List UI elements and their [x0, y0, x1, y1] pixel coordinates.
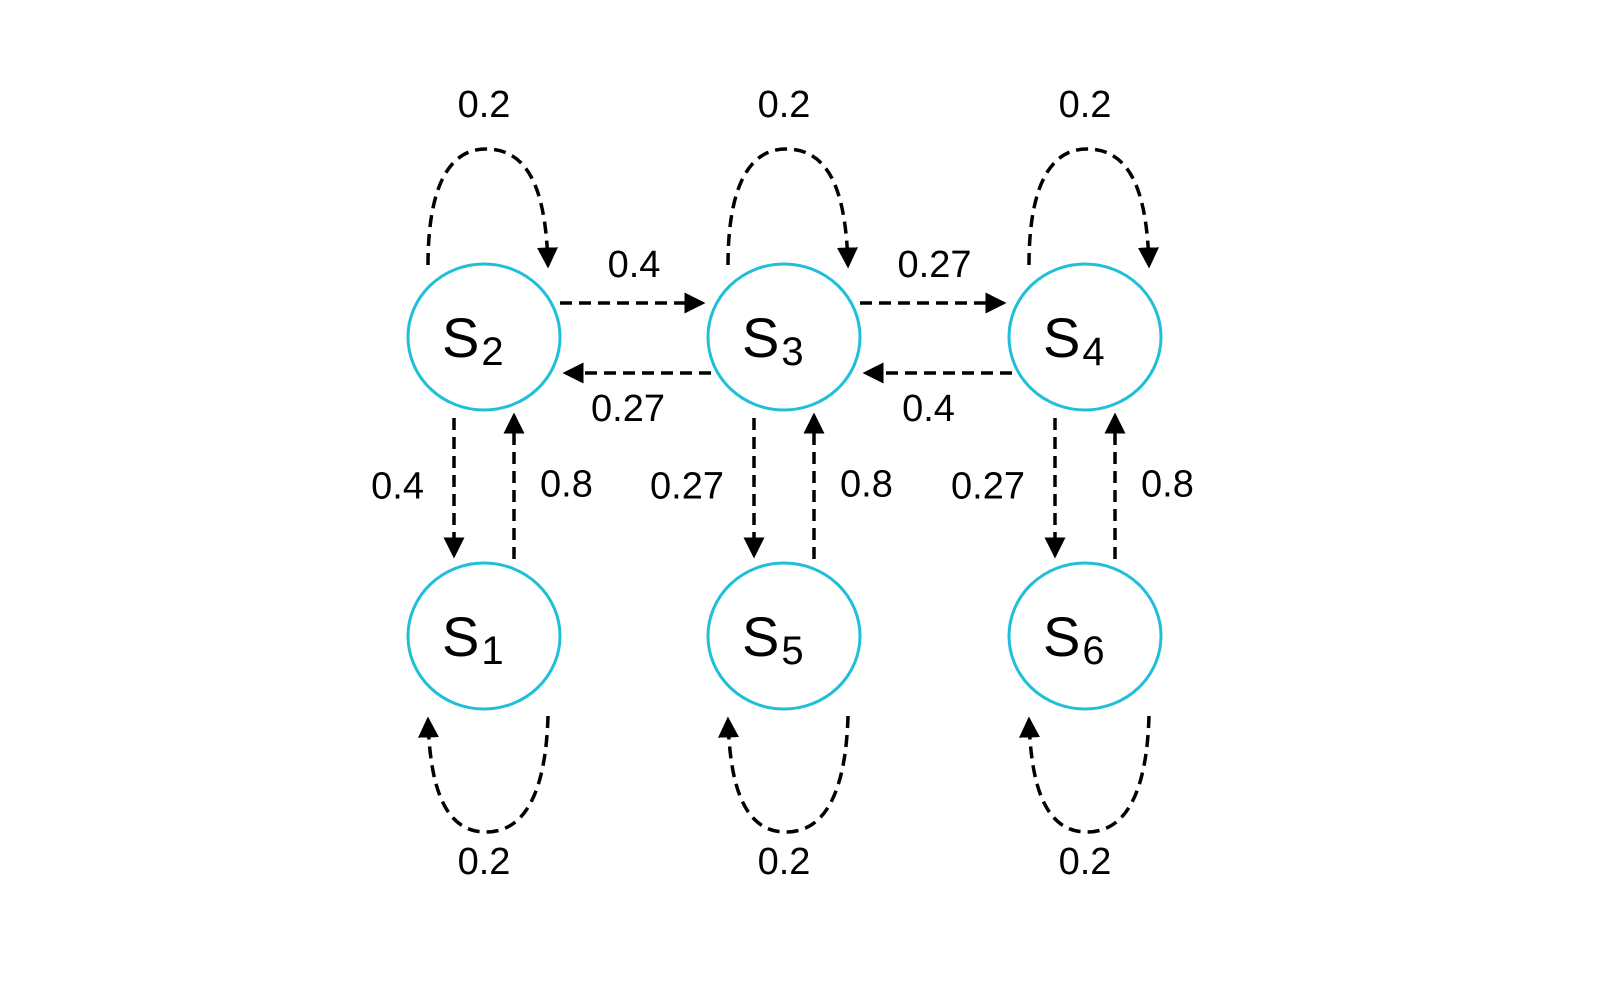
- state-label: S6: [1043, 605, 1105, 673]
- state-circle: [1007, 561, 1163, 711]
- self-loop-s1-probability: 0.2: [458, 841, 511, 883]
- state-label: S5: [742, 605, 804, 673]
- state-letter: S: [742, 605, 779, 668]
- self-loop-s1-arrow: [418, 715, 550, 834]
- transition-s6-to-s4-probability: 0.8: [1141, 464, 1194, 506]
- state-node-s3: S3: [706, 262, 862, 412]
- self-loop-s6-arrow: [1019, 715, 1151, 834]
- self-loop-s2-probability: 0.2: [458, 84, 511, 126]
- state-letter: S: [442, 306, 479, 369]
- state-circle: [706, 262, 862, 412]
- transition-s4-to-s6-probability: 0.27: [951, 466, 1025, 508]
- self-loop-s3-arrow: [726, 147, 858, 269]
- state-node-s2: S2: [406, 262, 562, 412]
- state-label: S1: [442, 605, 504, 673]
- transition-s3-to-s5-probability: 0.27: [650, 466, 724, 508]
- state-circle: [1007, 262, 1163, 412]
- transition-s4-to-s3-probability: 0.4: [902, 388, 955, 430]
- self-loop-s2-arrow: [426, 147, 558, 269]
- state-letter: S: [742, 306, 779, 369]
- state-index: 5: [781, 629, 803, 673]
- state-circle: [706, 561, 862, 711]
- self-loop-s4-arrow: [1027, 147, 1159, 269]
- state-index: 3: [781, 330, 803, 374]
- self-loop-s5-arrow: [718, 715, 850, 834]
- state-letter: S: [1043, 605, 1080, 668]
- state-node-s6: S6: [1007, 561, 1163, 711]
- self-loop-s4-probability: 0.2: [1059, 84, 1112, 126]
- self-loop-s3-probability: 0.2: [758, 84, 811, 126]
- state-letter: S: [442, 605, 479, 668]
- self-loop-s6-probability: 0.2: [1059, 841, 1112, 883]
- state-index: 2: [481, 330, 503, 374]
- transition-s3-to-s2-probability: 0.27: [591, 388, 665, 430]
- state-node-s4: S4: [1007, 262, 1163, 412]
- state-circle: [406, 262, 562, 412]
- transition-s1-to-s2-probability: 0.8: [540, 464, 593, 506]
- state-index: 1: [481, 629, 503, 673]
- state-circle: [406, 561, 562, 711]
- state-label: S4: [1043, 306, 1105, 374]
- state-node-s1: S1: [406, 561, 562, 711]
- state-label: S2: [442, 306, 504, 374]
- transition-s5-to-s3-probability: 0.8: [840, 464, 893, 506]
- transition-s3-to-s4-probability: 0.27: [898, 244, 972, 286]
- state-node-s5: S5: [706, 561, 862, 711]
- state-index: 4: [1082, 330, 1104, 374]
- transition-s2-to-s1-probability: 0.4: [371, 466, 424, 508]
- state-index: 6: [1082, 629, 1104, 673]
- state-letter: S: [1043, 306, 1080, 369]
- self-loop-s5-probability: 0.2: [758, 841, 811, 883]
- state-label: S3: [742, 306, 804, 374]
- transition-s2-to-s3-probability: 0.4: [608, 244, 661, 286]
